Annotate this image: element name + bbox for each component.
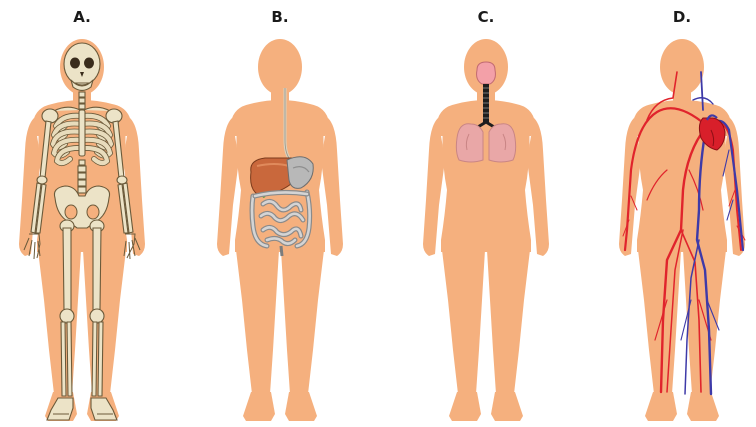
digestive-system-figure bbox=[205, 0, 355, 427]
body-silhouette bbox=[217, 39, 343, 421]
figure-panel-circulatory: D. bbox=[607, 0, 756, 427]
nasal-cavity bbox=[477, 62, 496, 84]
skeletal-system-figure bbox=[7, 0, 157, 427]
right-lung bbox=[489, 124, 516, 162]
circulatory-system-figure bbox=[607, 0, 756, 427]
figure-panel-digestive: B. bbox=[205, 0, 355, 427]
respiratory-system-figure bbox=[411, 0, 561, 427]
figure-panel-respiratory: C. bbox=[411, 0, 561, 427]
figure-panel-skeletal: A. bbox=[7, 0, 157, 427]
left-lung bbox=[456, 124, 483, 162]
ribcage bbox=[53, 110, 111, 163]
